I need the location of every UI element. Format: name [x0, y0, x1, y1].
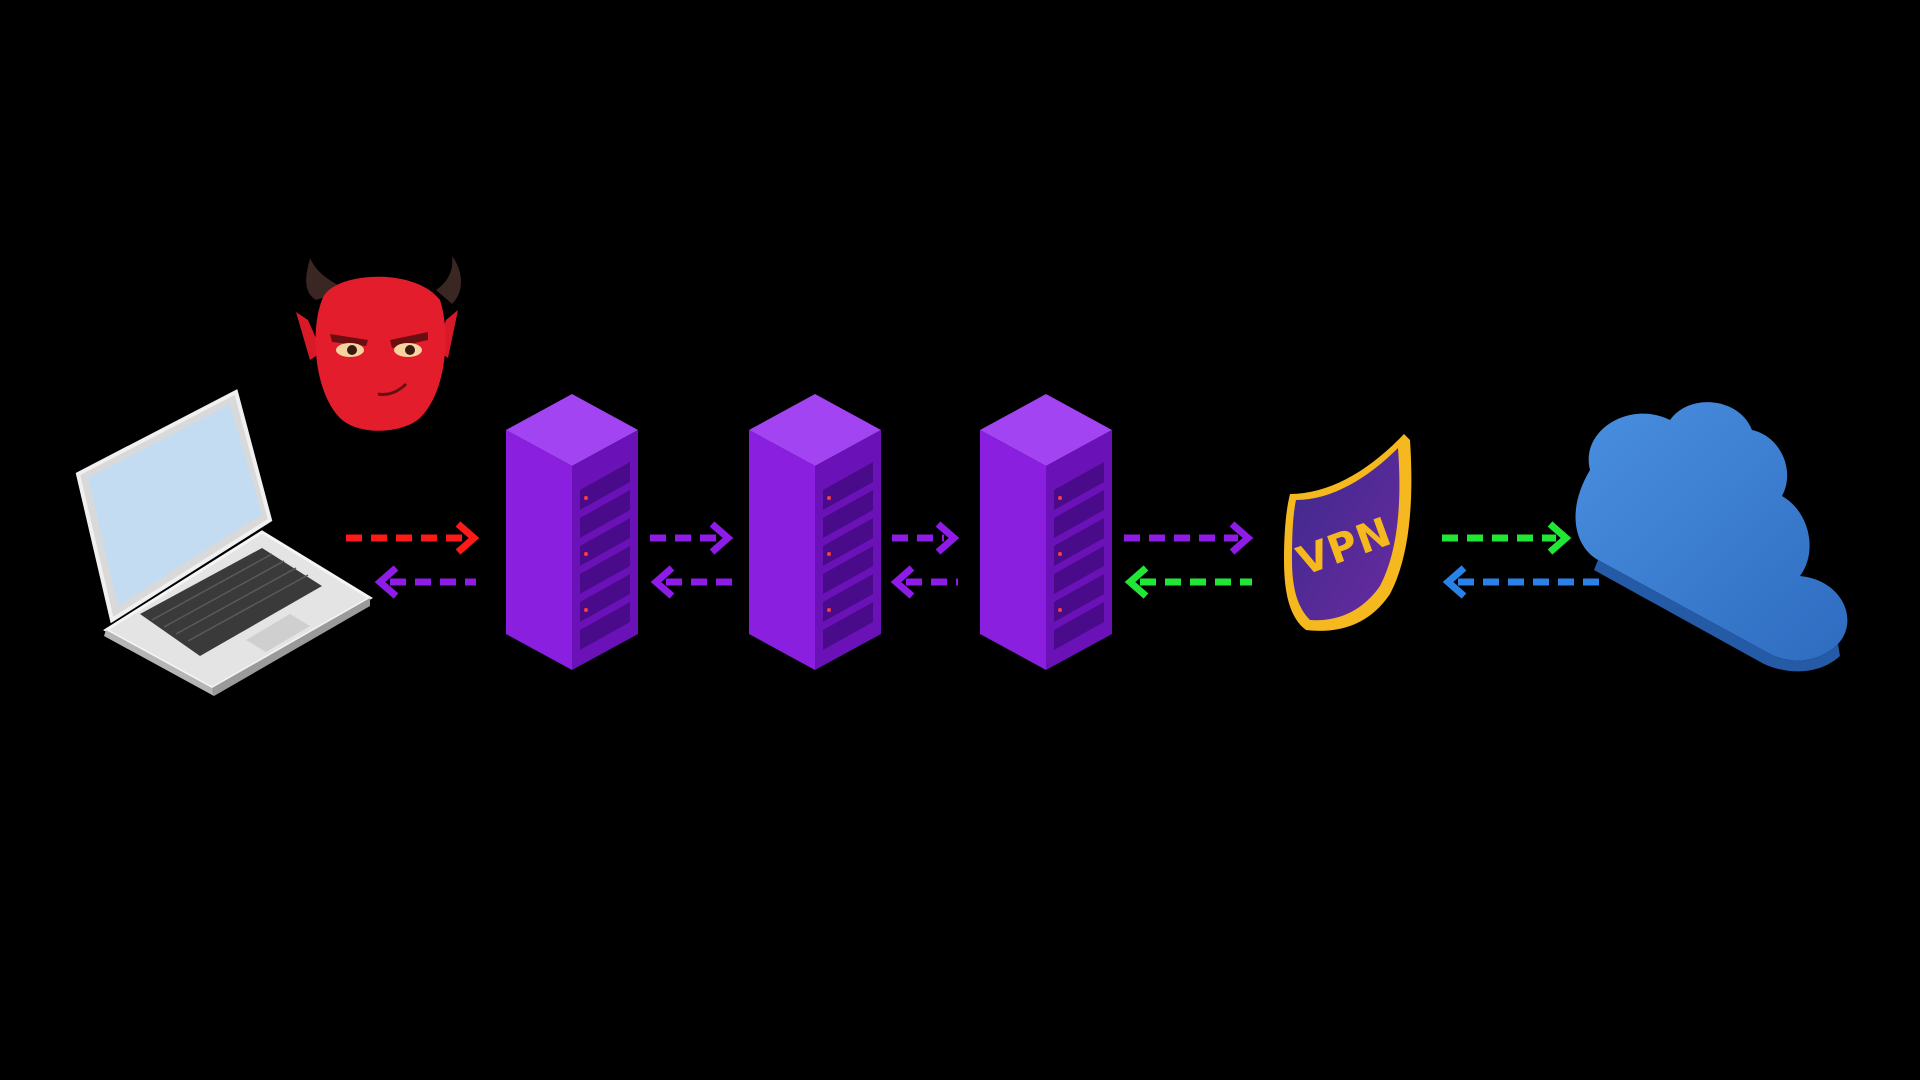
laptop-icon	[75, 389, 373, 696]
arrow-server1-to-laptop	[374, 565, 476, 599]
arrow-server1-to-server2	[650, 521, 734, 555]
server-rack-icon	[980, 394, 1112, 670]
devil-face-icon	[296, 256, 461, 431]
arrow-server2-to-server3	[892, 521, 960, 555]
arrow-vpn-to-server3	[1124, 565, 1252, 599]
server-rack-icon	[506, 394, 638, 670]
arrow-laptop-to-server1	[346, 521, 480, 555]
arrow-server3-to-server2	[890, 565, 958, 599]
arrow-cloud-to-vpn	[1442, 565, 1602, 599]
vpn-shield-icon: VPN	[1284, 434, 1412, 631]
cloud-icon	[1575, 402, 1848, 672]
arrow-server3-to-vpn	[1124, 521, 1254, 555]
arrow-vpn-to-cloud	[1442, 521, 1572, 555]
arrow-server2-to-server1	[650, 565, 732, 599]
server-rack-icon	[749, 394, 881, 670]
